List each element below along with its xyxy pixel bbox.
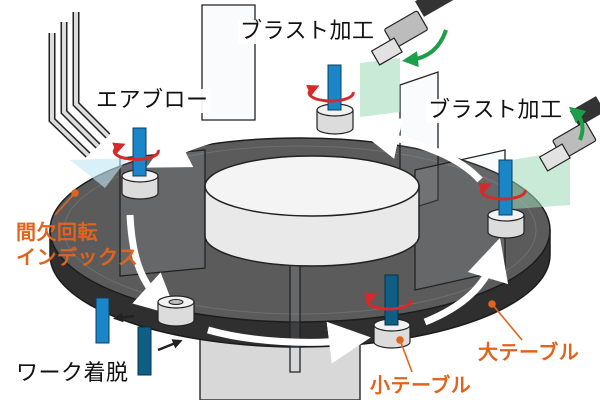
label-work-load: ワーク着脱 [14,361,131,386]
label-blast-top: ブラスト加工 [238,19,377,44]
blast-nozzle-right [538,96,600,172]
leader-lines [54,189,523,373]
small-table-bottom [364,274,413,349]
label-index-line1: 間欠回転 [16,220,98,244]
small-table-load [157,295,195,327]
label-large-table: 大テーブル [478,340,580,364]
index-rotation-arrows [126,117,509,364]
central-hub [204,155,420,267]
small-table-blast-right [478,159,527,239]
label-air-blow: エアブロー [94,88,211,113]
small-table-airblow [112,127,160,200]
label-blast-right: ブラスト加工 [426,98,565,123]
label-index-line2: インデックス [16,245,139,269]
label-small-table: 小テーブル [370,373,472,397]
work-pins-loose [95,297,183,376]
small-table-blast-top [306,64,355,135]
air-blow-pipes [48,12,128,188]
blast-nozzle-top [370,0,463,68]
